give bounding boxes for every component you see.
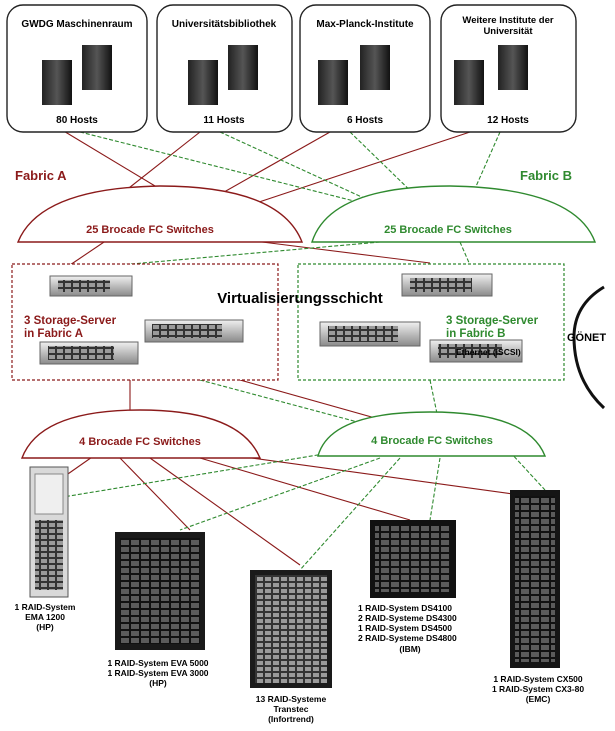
link <box>179 457 381 531</box>
storage-server-icon <box>39 341 139 365</box>
raid-transtec-line3: (Infortrend) <box>268 714 314 724</box>
gonet-label: GÖNET <box>567 331 606 344</box>
raid-hp-ema-line1: 1 RAID-System <box>15 602 76 612</box>
link <box>199 379 381 429</box>
server-tower-icon <box>318 60 348 105</box>
server-tower-icon <box>82 45 112 90</box>
switch-cloud-a-top <box>16 185 304 243</box>
fabric-b-links <box>44 131 546 571</box>
link <box>119 241 381 266</box>
link <box>429 379 441 429</box>
server-tower-icon <box>42 60 72 105</box>
link <box>249 131 471 206</box>
site-hosts: 12 Hosts <box>487 115 529 126</box>
raid-ibm-vendor: (IBM) <box>399 644 420 654</box>
top-switches-a-label: 25 Brocade FC Switches <box>86 224 214 236</box>
fabric-b-label: Fabric B <box>520 168 572 183</box>
bottom-switches-a-label: 4 Brocade FC Switches <box>79 436 201 448</box>
switch-cloud-b-top <box>311 185 597 243</box>
storage-a-line2: in Fabric A <box>24 328 83 340</box>
raid-ibm-icon <box>370 520 456 598</box>
link <box>209 131 331 201</box>
site-name: Max-Planck-Institute <box>316 19 414 30</box>
link <box>149 457 301 566</box>
site-mpi: Max-Planck-Institute 6 Hosts <box>299 4 431 133</box>
site-name-line2: Universität <box>483 26 533 37</box>
raid-hp-eva-icon <box>115 532 205 650</box>
server-tower-icon <box>360 45 390 90</box>
storage-server-icon <box>429 339 523 363</box>
link <box>61 129 171 196</box>
storage-server-icon <box>144 319 244 343</box>
raid-hp-eva-line1: 1 RAID-System EVA 5000 <box>107 658 208 668</box>
link <box>509 451 546 491</box>
storage-a-line1: 3 Storage-Server <box>24 315 117 327</box>
server-tower-icon <box>498 45 528 90</box>
top-switches-b-label: 25 Brocade FC Switches <box>384 224 512 236</box>
raid-hp-ema-line3: (HP) <box>36 622 54 632</box>
switch-cloud-b-bottom <box>317 411 547 457</box>
server-tower-icon <box>228 45 258 90</box>
raid-emc-line1: 1 RAID-System CX500 <box>493 674 583 684</box>
site-name: GWDG Maschinenraum <box>21 19 132 30</box>
storage-server-icon <box>401 273 493 297</box>
site-weitere: Weitere Institute der Universität 12 Hos… <box>440 4 577 133</box>
server-tower-icon <box>454 60 484 105</box>
storage-b-line1: 3 Storage-Server <box>446 315 539 327</box>
storage-b-line2: in Fabric B <box>446 328 505 340</box>
link <box>299 457 401 571</box>
raid-ibm-line4: 2 RAID-Systeme DS4800 <box>358 633 457 643</box>
site-hosts: 80 Hosts <box>56 115 98 126</box>
fabric-a-label: Fabric A <box>15 168 67 183</box>
gonet-bracket <box>572 285 606 410</box>
site-name-line1: Weitere Institute der <box>462 15 553 26</box>
virtualization-label: Virtualisierungsschicht <box>217 290 383 307</box>
raid-emc-line2: 1 RAID-System CX3-80 <box>492 684 584 694</box>
link <box>459 241 471 266</box>
raid-emc-line3: (EMC) <box>526 694 551 704</box>
site-ub: Universitätsbibliothek 11 Hosts <box>156 4 293 133</box>
switch-cloud-a-bottom <box>20 409 262 459</box>
site-hosts: 6 Hosts <box>347 115 384 126</box>
raid-emc-icon <box>510 490 560 668</box>
raid-ibm-line2: 2 RAID-Systeme DS4300 <box>358 613 457 623</box>
link <box>229 454 521 496</box>
raid-transtec-icon <box>250 570 332 688</box>
site-gwdg: GWDG Maschinenraum 80 Hosts <box>6 4 148 133</box>
raid-ibm-line1: 1 RAID-System DS4100 <box>358 603 452 613</box>
link <box>44 447 361 501</box>
link <box>119 131 201 196</box>
link <box>219 131 391 211</box>
link <box>119 457 191 531</box>
site-hosts: 11 Hosts <box>203 115 245 126</box>
raid-hp-ema-icon <box>29 466 69 598</box>
ethernet-label: Ethernet (iSCSI) <box>456 347 521 357</box>
site-name: Universitätsbibliothek <box>172 19 277 30</box>
raid-hp-eva-line2: 1 RAID-System EVA 3000 <box>107 668 208 678</box>
raid-ibm-line3: 1 RAID-System DS4500 <box>358 623 452 633</box>
raid-hp-eva-line3: (HP) <box>149 678 167 688</box>
link <box>199 457 411 521</box>
raid-hp-ema-line2: EMA 1200 <box>25 612 65 622</box>
bottom-switches-b-label: 4 Brocade FC Switches <box>371 435 493 447</box>
raid-transtec-line2: Transtec <box>274 704 309 714</box>
link <box>79 131 371 206</box>
server-tower-icon <box>188 60 218 105</box>
storage-server-icon <box>49 275 133 297</box>
raid-transtec-line1: 13 RAID-Systeme <box>256 694 327 704</box>
storage-server-icon <box>319 321 421 347</box>
link <box>429 457 441 521</box>
